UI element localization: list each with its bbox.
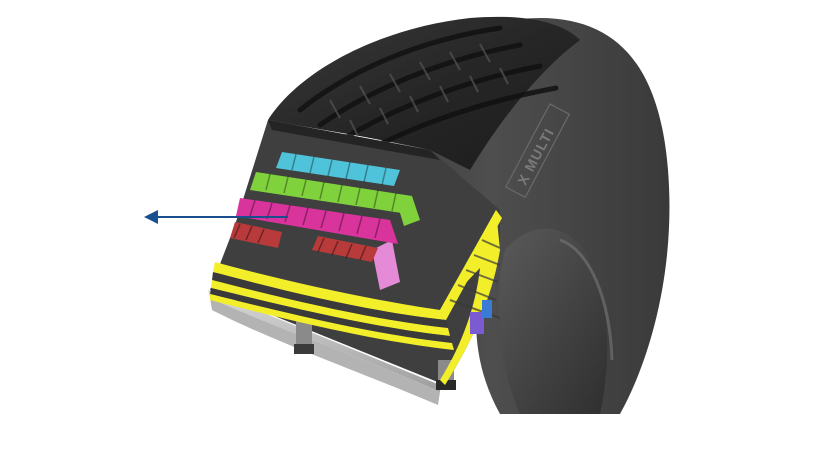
pointer-arrow xyxy=(144,210,288,224)
tire-tread xyxy=(268,16,580,171)
inner-liner xyxy=(208,290,440,392)
tire-inner-opening xyxy=(498,228,608,414)
layer-magenta xyxy=(236,198,398,244)
layer-blue xyxy=(482,300,492,318)
layer-green xyxy=(250,172,412,214)
layer-red xyxy=(230,222,378,262)
layer-pink xyxy=(372,240,400,290)
layer-purple xyxy=(470,312,484,334)
valve-stud xyxy=(294,320,314,354)
layer-cyan xyxy=(276,152,400,186)
tread-grooves xyxy=(297,25,559,151)
